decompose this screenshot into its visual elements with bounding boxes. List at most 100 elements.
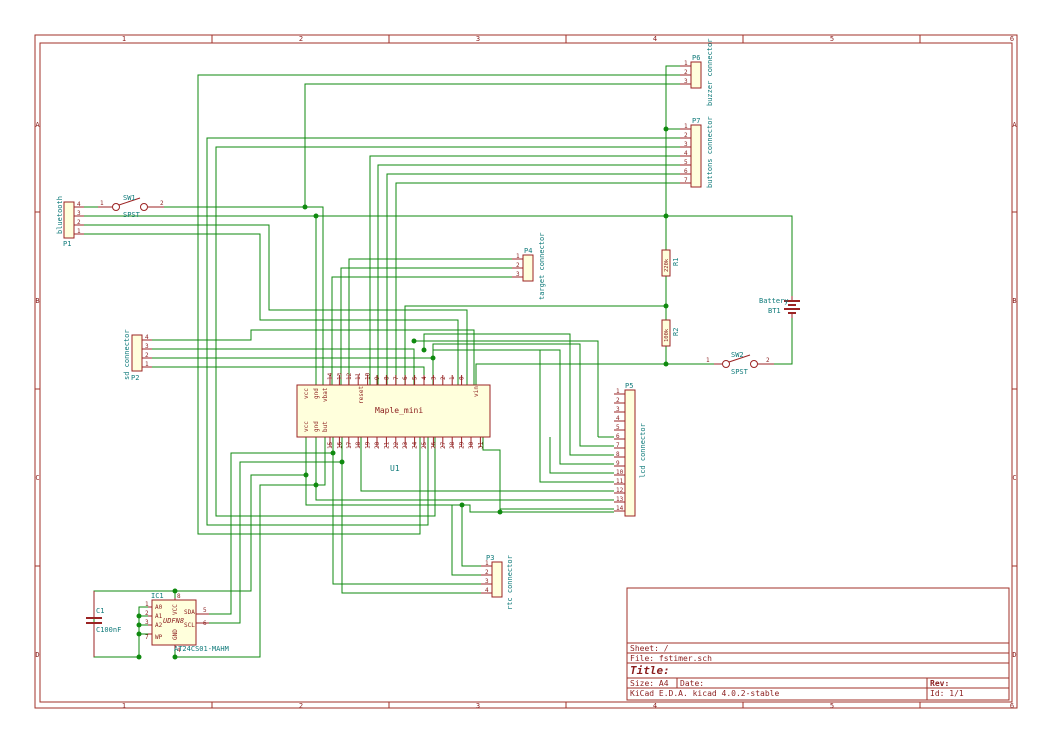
ic1-name-a1: A1 xyxy=(155,613,163,620)
col-label-3-bottom: 3 xyxy=(476,702,480,710)
title-block-id: Id: 1/1 xyxy=(930,689,964,698)
u1-bottom-pin-23: 23 xyxy=(402,441,409,449)
ic1-name-wp: WP xyxy=(155,634,163,641)
p1-pin-4: 4 xyxy=(77,201,81,208)
p1-pin-1: 1 xyxy=(77,228,81,235)
sw1-value: SPST xyxy=(123,211,141,219)
bt1-ref: BT1 xyxy=(768,307,781,315)
title-block-rev: Rev: xyxy=(930,679,949,688)
sw2-pin-1: 1 xyxy=(706,357,710,364)
p2-ref: P2 xyxy=(131,374,139,382)
title-block-file: File: fstimer.sch xyxy=(630,654,712,663)
ic1-pin-7: 7 xyxy=(145,634,149,641)
p7-pin-2: 2 xyxy=(684,132,688,139)
p6-pin-3: 3 xyxy=(684,78,688,85)
switch-sw1: SW1 SPST 1 2 xyxy=(98,194,164,219)
p1-pin-3: 3 xyxy=(77,210,81,217)
title-block: Sheet: / File: fstimer.sch Title: Size: … xyxy=(626,587,1010,701)
sw2-pin-2: 2 xyxy=(766,357,770,364)
p7-pin-3: 3 xyxy=(684,141,688,148)
ic1-name-gnd: GND xyxy=(172,629,179,640)
row-label-a-right: A xyxy=(1012,121,1017,129)
u1-bottom-pin-28: 28 xyxy=(449,441,456,449)
u1-bottom-pin-29: 29 xyxy=(459,441,466,449)
connector-p3: 1 2 3 4 P3 rtc connector xyxy=(481,554,514,610)
u1-ref: U1 xyxy=(390,464,400,473)
title-block-date: Date: xyxy=(680,679,704,688)
r2-ref: R2 xyxy=(672,328,680,336)
connector-p1: 4 3 2 1 P1 bluetooth xyxy=(56,196,84,248)
title-block-title: Title: xyxy=(630,664,670,677)
p4-value: target connector xyxy=(538,233,546,300)
ic1-pin-6: 6 xyxy=(203,620,207,627)
ic1-name-a2: A2 xyxy=(155,622,163,629)
ic1-pin-2: 2 xyxy=(145,610,149,617)
drawing-frame: 1 2 3 4 5 6 1 2 3 4 5 6 A B C D A B C D xyxy=(34,34,1018,710)
connector-p6: 1 2 3 P6 buzzer connector xyxy=(680,39,714,106)
ic1-value: AT24CS01-MAHM xyxy=(174,645,229,653)
p3-pin-2: 2 xyxy=(485,569,489,576)
u1-top-name-vin: vin xyxy=(473,386,480,397)
col-label-6-bottom: 6 xyxy=(1010,702,1014,710)
u1-bottom-pin-27: 27 xyxy=(440,441,447,449)
row-label-d-right: D xyxy=(1012,651,1016,659)
col-label-2-bottom: 2 xyxy=(299,702,303,710)
u1-top-name-vcc: vcc xyxy=(303,388,310,399)
u1-bottom-name-but: but xyxy=(322,421,329,432)
p3-ref: P3 xyxy=(486,554,494,562)
sw2-ref: SW2 xyxy=(731,351,744,359)
u1-bottom-pin-18: 18 xyxy=(355,441,362,449)
p4-pin-2: 2 xyxy=(516,262,520,269)
p5-ref: P5 xyxy=(625,382,633,390)
p1-value: bluetooth xyxy=(56,196,64,234)
u1-bottom-pin-25: 25 xyxy=(421,441,428,449)
p5-pin-5: 5 xyxy=(616,424,620,431)
p7-pin-7: 7 xyxy=(684,177,688,184)
u1-top-pin-7: 7 xyxy=(393,376,400,380)
row-label-b-right: B xyxy=(1012,297,1016,305)
u1-top-pin-3: 3 xyxy=(430,376,437,380)
ic1-name-a0: A0 xyxy=(155,604,163,611)
u1-bottom-pin-24: 24 xyxy=(412,441,419,449)
p4-pin-1: 1 xyxy=(516,253,520,260)
sw2-value: SPST xyxy=(731,368,749,376)
p6-ref: P6 xyxy=(692,54,700,62)
col-label-5-bottom: 5 xyxy=(830,702,834,710)
p3-pin-4: 4 xyxy=(485,587,489,594)
u1-top-pin-1: 1 xyxy=(449,376,456,380)
col-label-2-top: 2 xyxy=(299,35,303,43)
capacitor-c1: C1 C100nF xyxy=(86,591,121,657)
u1-top-pin-0: 0 xyxy=(459,376,466,380)
row-label-d-left: D xyxy=(35,651,39,659)
p7-pin-1: 1 xyxy=(684,123,688,130)
p2-pin-1: 1 xyxy=(145,361,149,368)
u1-value: Maple_mini xyxy=(375,406,423,415)
u1-top-pin-2: 2 xyxy=(440,376,447,380)
col-label-1-bottom: 1 xyxy=(122,702,126,710)
p6-pin-2: 2 xyxy=(684,69,688,76)
row-label-b-left: B xyxy=(35,297,39,305)
p3-value: rtc connector xyxy=(506,555,514,610)
wires xyxy=(84,65,793,658)
p1-pin-2: 2 xyxy=(77,219,81,226)
ic1-package: UDFN8 xyxy=(163,617,184,625)
u1-bottom-pin-19: 19 xyxy=(365,441,372,449)
ic1-name-sda: SDA xyxy=(184,609,195,616)
sw1-pin-1: 1 xyxy=(100,200,104,207)
col-label-4-top: 4 xyxy=(653,35,657,43)
p3-pin-3: 3 xyxy=(485,578,489,585)
u1-top-pin-12: 12 xyxy=(346,372,353,380)
p5-pin-1: 1 xyxy=(616,388,620,395)
col-label-1-top: 1 xyxy=(122,35,126,43)
u1-top-pin-6: 6 xyxy=(402,376,409,380)
u1-top-pin-13: 13 xyxy=(336,372,343,380)
p1-ref: P1 xyxy=(63,240,71,248)
u1-bottom-pin-17: 17 xyxy=(346,441,353,449)
ic1-name-vcc: VCC xyxy=(172,604,179,615)
p6-value: buzzer connector xyxy=(706,39,714,106)
p5-value: lcd connector xyxy=(639,423,647,478)
